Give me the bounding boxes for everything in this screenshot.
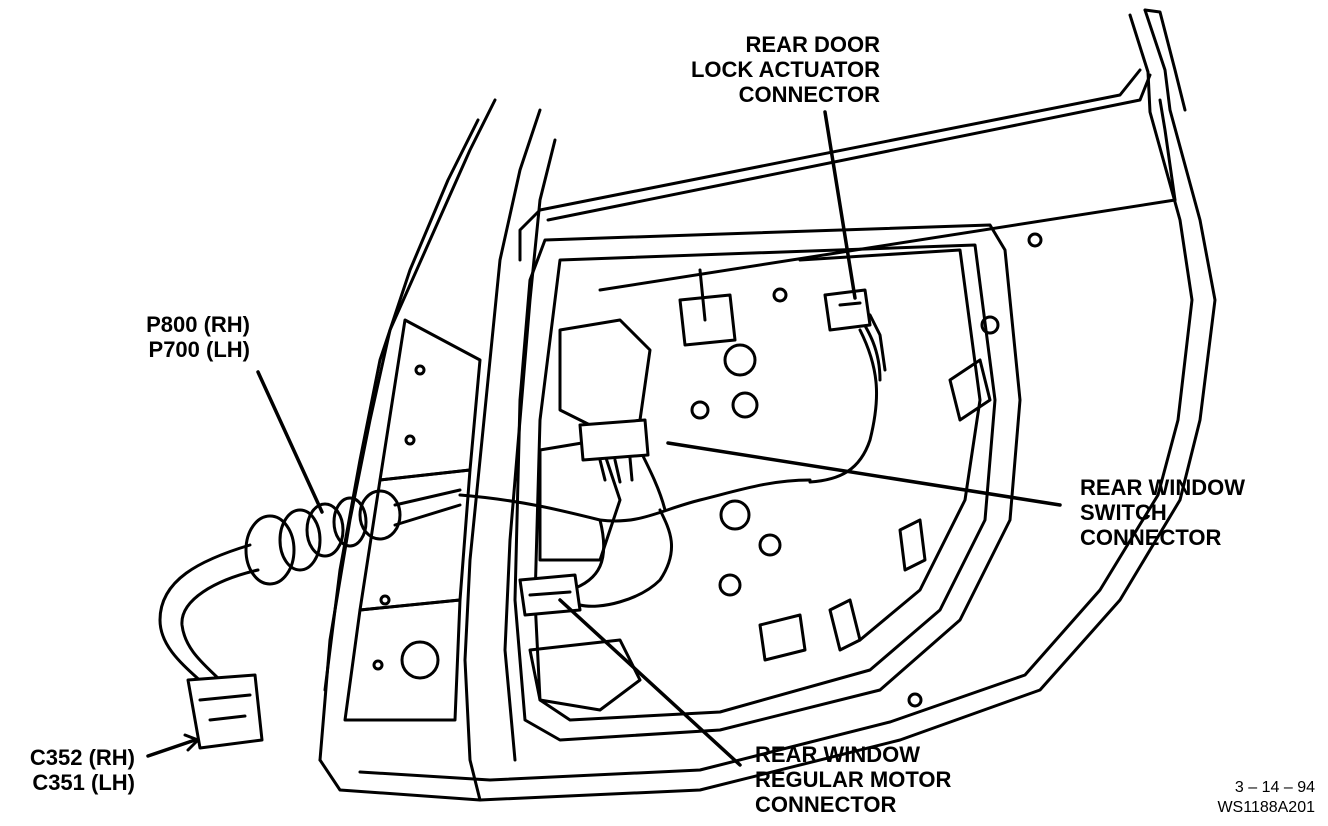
- label-c352: C352 (RH) C351 (LH): [29, 745, 135, 795]
- label-rear-window-motor: REAR WINDOW REGULAR MOTOR CONNECTOR: [755, 742, 952, 817]
- switch-connector-shape: [578, 418, 650, 484]
- trim-panel: [343, 318, 482, 722]
- label-rear-door-lock: REAR DOOR LOCK ACTUATOR CONNECTOR: [690, 32, 880, 107]
- label-p800: P800 (RH) P700 (LH): [146, 312, 250, 362]
- leader-lines: [146, 110, 1062, 767]
- harness-grommet: [244, 488, 462, 586]
- door-frame: [318, 8, 1217, 802]
- leader-c352: [146, 738, 197, 758]
- leader-c352-arrow: [183, 733, 200, 752]
- leader-p800: [256, 370, 324, 514]
- door-pillar: [318, 98, 557, 802]
- leader-lock: [823, 110, 857, 300]
- label-rear-window-switch: REAR WINDOW SWITCH CONNECTOR: [1080, 475, 1245, 550]
- inner-panel: [513, 223, 1043, 742]
- leader-motor: [558, 598, 742, 767]
- lock-connector-shape: [823, 288, 887, 372]
- leader-switch: [666, 441, 1062, 507]
- harness-cable-left: [158, 543, 260, 692]
- connector-c352-shape: [186, 673, 264, 750]
- figure-date: 3 – 14 – 94: [1234, 779, 1315, 796]
- inner-harness: [458, 298, 882, 608]
- figure-code: WS1188A201: [1217, 799, 1315, 816]
- figure-footer: 3 – 14 – 94 WS1188A201: [1150, 778, 1315, 818]
